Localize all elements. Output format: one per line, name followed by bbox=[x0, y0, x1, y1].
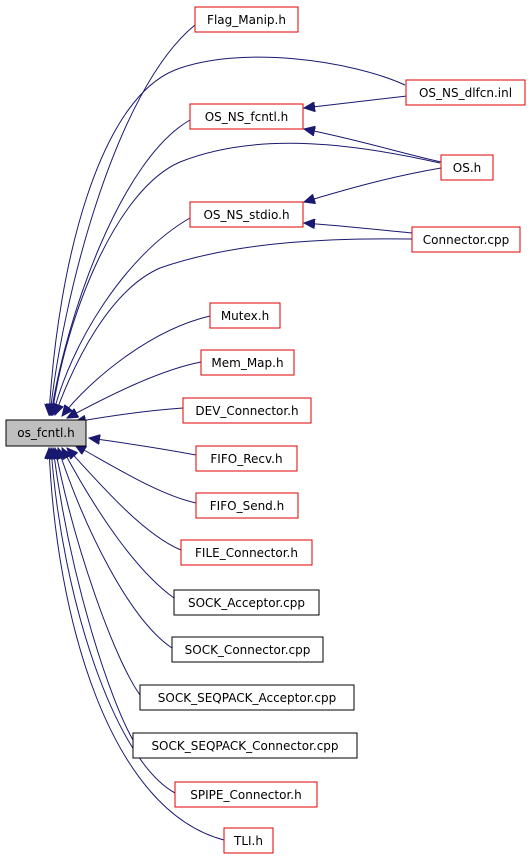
node-file-connector[interactable]: FILE_Connector.h bbox=[180, 539, 313, 566]
node-fifo-recv[interactable]: FIFO_Recv.h bbox=[195, 445, 298, 472]
node-connector-cpp-label: Connector.cpp bbox=[423, 233, 509, 247]
edge-sock-connector-to-root bbox=[58, 448, 173, 649]
edge-fifo-recv-to-root bbox=[89, 438, 197, 456]
node-sock-seqpack-acceptor[interactable]: SOCK_SEQPACK_Acceptor.cpp bbox=[139, 684, 355, 711]
node-os-ns-dlfcn-label: OS_NS_dlfcn.inl bbox=[419, 86, 512, 100]
node-fifo-send[interactable]: FIFO_Send.h bbox=[195, 492, 299, 519]
edge-mem-map-to-root bbox=[67, 361, 202, 418]
edge-os-ns-dlfcn-to-os-ns-fcntl bbox=[304, 95, 408, 108]
edge-os-ns-fcntl-to-root bbox=[51, 119, 191, 415]
edge-connector-cpp-to-os-ns-stdio bbox=[304, 223, 413, 234]
node-os-ns-fcntl-label: OS_NS_fcntl.h bbox=[205, 110, 289, 124]
edge-sock-seqpack-acceptor-to-root bbox=[55, 448, 141, 696]
node-os-ns-fcntl[interactable]: OS_NS_fcntl.h bbox=[189, 103, 304, 130]
node-os-h[interactable]: OS.h bbox=[440, 154, 494, 181]
node-sock-seqpack-acceptor-label: SOCK_SEQPACK_Acceptor.cpp bbox=[158, 691, 336, 705]
edge-os-h-to-root bbox=[52, 142, 441, 415]
node-os-ns-dlfcn[interactable]: OS_NS_dlfcn.inl bbox=[405, 79, 526, 106]
node-sock-acceptor[interactable]: SOCK_Acceptor.cpp bbox=[173, 589, 320, 616]
node-fifo-recv-label: FIFO_Recv.h bbox=[210, 452, 282, 466]
node-os-ns-stdio[interactable]: OS_NS_stdio.h bbox=[189, 201, 304, 228]
node-tli-label: TLI.h bbox=[233, 834, 263, 848]
edge-flag-manip-to-root bbox=[50, 24, 196, 415]
root-node[interactable]: os_fcntl.h bbox=[5, 419, 87, 447]
node-os-h-label: OS.h bbox=[453, 161, 481, 175]
edge-tli-to-root bbox=[49, 448, 225, 841]
edge-fifo-send-to-root bbox=[75, 445, 197, 504]
node-mutex[interactable]: Mutex.h bbox=[209, 302, 281, 329]
node-fifo-send-label: FIFO_Send.h bbox=[210, 499, 284, 513]
edge-os-h-to-os-ns-stdio bbox=[304, 167, 442, 202]
node-dev-connector-label: DEV_Connector.h bbox=[195, 404, 298, 418]
edge-file-connector-to-root bbox=[67, 448, 182, 551]
root-node-label: os_fcntl.h bbox=[17, 426, 74, 440]
edge-mutex-to-root bbox=[62, 315, 211, 416]
edge-os-ns-dlfcn-to-root bbox=[49, 56, 406, 415]
edge-sock-acceptor-to-root bbox=[62, 448, 175, 599]
node-sock-connector[interactable]: SOCK_Connector.cpp bbox=[171, 636, 324, 663]
node-flag-manip-label: Flag_Manip.h bbox=[207, 13, 286, 27]
node-mutex-label: Mutex.h bbox=[221, 309, 269, 323]
edge-dev-connector-to-root bbox=[75, 407, 184, 422]
edge-connector-cpp-to-root bbox=[55, 238, 413, 415]
node-dev-connector[interactable]: DEV_Connector.h bbox=[182, 397, 312, 424]
edge-spipe-connector-to-root bbox=[51, 448, 176, 794]
edge-sock-seqpack-connector-to-root bbox=[53, 448, 134, 741]
node-spipe-connector[interactable]: SPIPE_Connector.h bbox=[174, 781, 318, 808]
node-os-ns-stdio-label: OS_NS_stdio.h bbox=[203, 208, 289, 222]
edge-os-h-to-os-ns-fcntl bbox=[304, 129, 442, 163]
node-mem-map[interactable]: Mem_Map.h bbox=[200, 349, 295, 376]
node-spipe-connector-label: SPIPE_Connector.h bbox=[190, 788, 301, 802]
node-sock-connector-label: SOCK_Connector.cpp bbox=[185, 643, 311, 657]
node-sock-seqpack-connector-label: SOCK_SEQPACK_Connector.cpp bbox=[151, 739, 338, 753]
node-mem-map-label: Mem_Map.h bbox=[211, 356, 283, 370]
node-file-connector-label: FILE_Connector.h bbox=[195, 546, 298, 560]
edge-os-ns-stdio-to-root bbox=[53, 217, 191, 415]
node-sock-seqpack-connector[interactable]: SOCK_SEQPACK_Connector.cpp bbox=[132, 732, 358, 759]
node-sock-acceptor-label: SOCK_Acceptor.cpp bbox=[188, 596, 305, 610]
node-flag-manip[interactable]: Flag_Manip.h bbox=[194, 6, 299, 33]
node-tli[interactable]: TLI.h bbox=[223, 827, 274, 854]
node-connector-cpp[interactable]: Connector.cpp bbox=[411, 226, 521, 253]
